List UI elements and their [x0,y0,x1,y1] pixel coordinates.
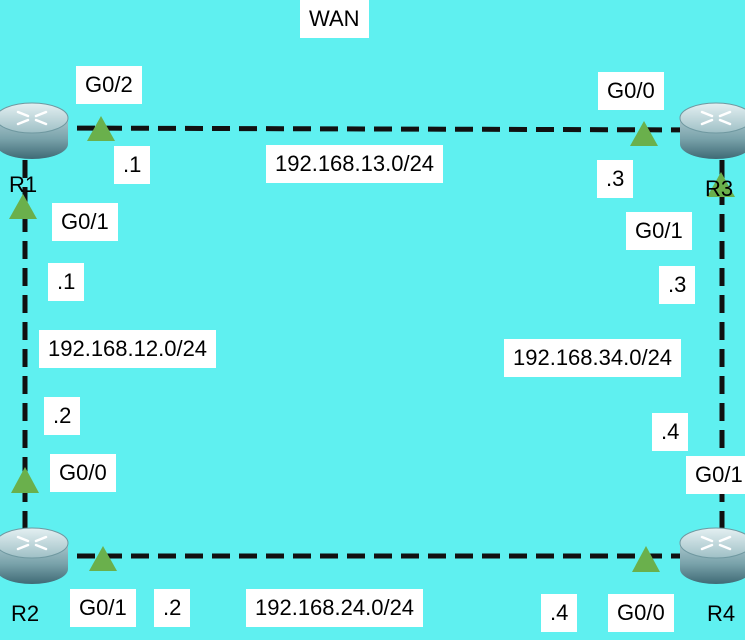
r2-g0-1-interface-label: G0/1 [70,589,136,627]
r1-left-host-label: .1 [48,263,85,301]
r1-g0-1-interface-label: G0/1 [52,203,118,241]
port-marker-r1-g0-1 [9,194,37,219]
r4-bottom-host-label: .4 [541,594,578,632]
router-r3-icon[interactable] [679,102,745,159]
r3-top-host-label: .3 [597,160,634,198]
r2-bottom-host-label: .2 [154,589,191,627]
port-marker-r2-g0-1 [89,546,117,571]
r1-g0-2-interface-label: G0/2 [76,66,142,104]
router-r1-icon[interactable] [0,102,69,159]
router-r4-label: R4 [707,601,736,626]
router-r3-label: R3 [705,176,734,201]
port-marker-r2-g0-0 [11,467,39,493]
port-marker-r4-g0-0 [632,546,660,572]
diagram-title: WAN [300,0,369,38]
r3-g0-1-interface-label: G0/1 [626,212,692,250]
port-marker-r3-g0-0 [630,121,658,146]
r3-g0-0-interface-label: G0/0 [598,72,664,110]
network-34-label: 192.168.34.0/24 [504,339,682,377]
network-24-label: 192.168.24.0/24 [246,589,424,627]
link-r1-r3 [49,125,711,133]
r2-g0-0-interface-label: G0/0 [50,454,116,492]
network-12-label: 192.168.12.0/24 [39,330,217,368]
r4-right-host-label: .4 [652,413,689,451]
router-r1-label: R1 [9,172,38,197]
port-marker-r1-g0-2 [87,116,115,141]
network-13-label: 192.168.13.0/24 [266,145,444,183]
r3-right-host-label: .3 [659,266,696,304]
router-r4-icon[interactable] [679,527,745,584]
r2-left-host-label: .2 [44,397,81,435]
router-r2-icon[interactable] [0,527,69,584]
r1-top-host-label: .1 [114,146,151,184]
router-r2-label: R2 [11,601,40,626]
r4-g0-0-interface-label: G0/0 [608,594,674,632]
port-marker-r3-g0-1 [707,172,735,197]
r4-g0-1-interface-label: G0/1 [686,456,745,494]
